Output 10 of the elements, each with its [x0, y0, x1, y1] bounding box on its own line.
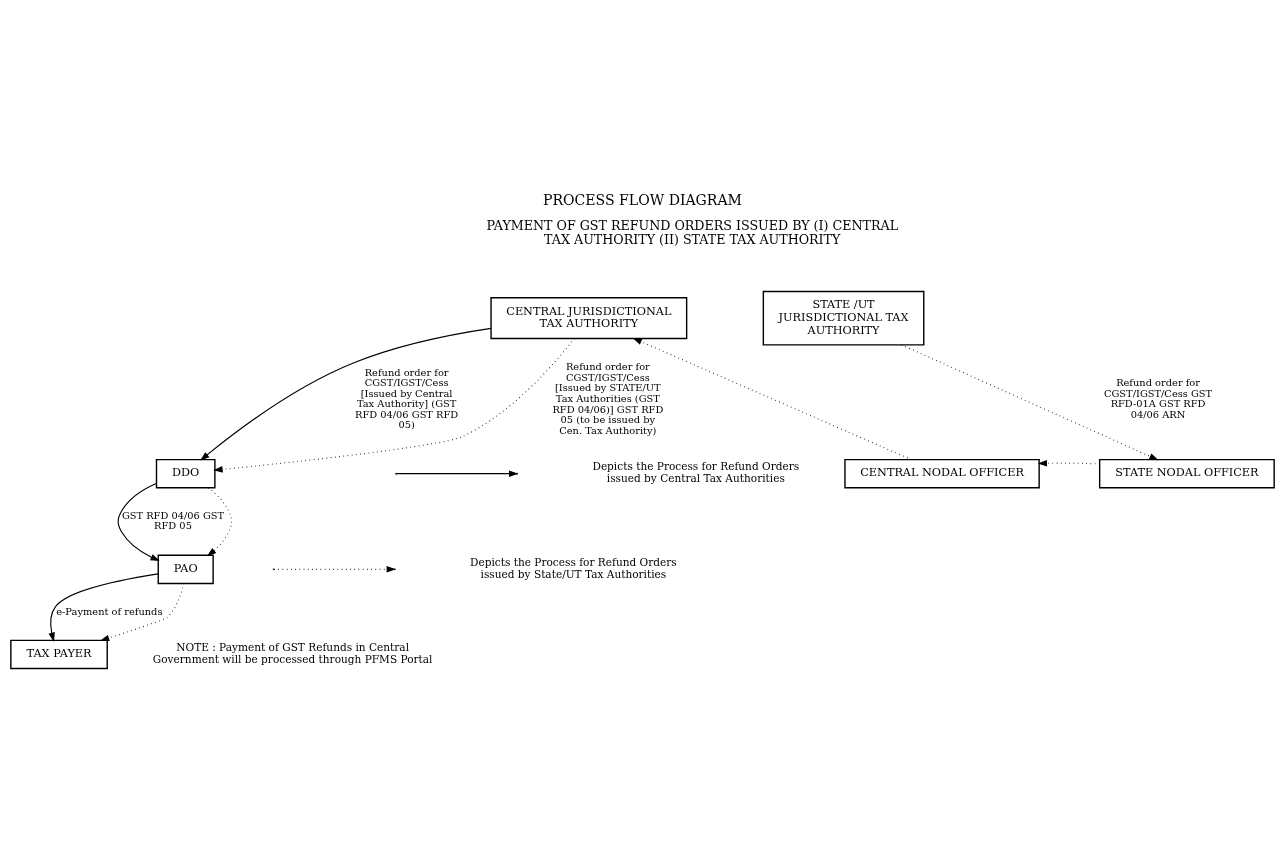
- edge-label: Refund order for CGST/IGST/Cess [Issued by Central Tax Authority] (GST RFD 04/06 GST RFD 05): [355, 366, 459, 431]
- legend-label: Depicts the Process for Refund Orders issued by State/UT Tax Authorities: [470, 555, 677, 580]
- legend-label: Depicts the Process for Refund Orders issued by Central Tax Authorities: [592, 460, 800, 485]
- edge-label: GST RFD 04/06 GST RFD 05: [121, 509, 225, 532]
- diagram-title: PROCESS FLOW DIAGRAM: [542, 191, 743, 208]
- edge-label: e-Payment of refunds: [56, 605, 163, 617]
- label: NOTE : Payment of GST Refunds in Central Government will be processed through PFMS Portal: [152, 640, 433, 665]
- edge-label: Refund order for CGST/IGST/Cess [Issued by STATE/UT Tax Authorities (GST RFD 04/06)] GST RFD 05 (to be issued by Cen. Tax Authority): [552, 361, 664, 436]
- edge-label: Refund order for CGST/IGST/Cess GST RFD-01A GST RFD 04/06 ARN: [1103, 377, 1213, 420]
- label: PAYMENT OF GST REFUND ORDERS ISSUED BY (I) CENTRAL TAX AUTHORITY (II) STATE TAX AUTHORITY: [486, 217, 899, 247]
